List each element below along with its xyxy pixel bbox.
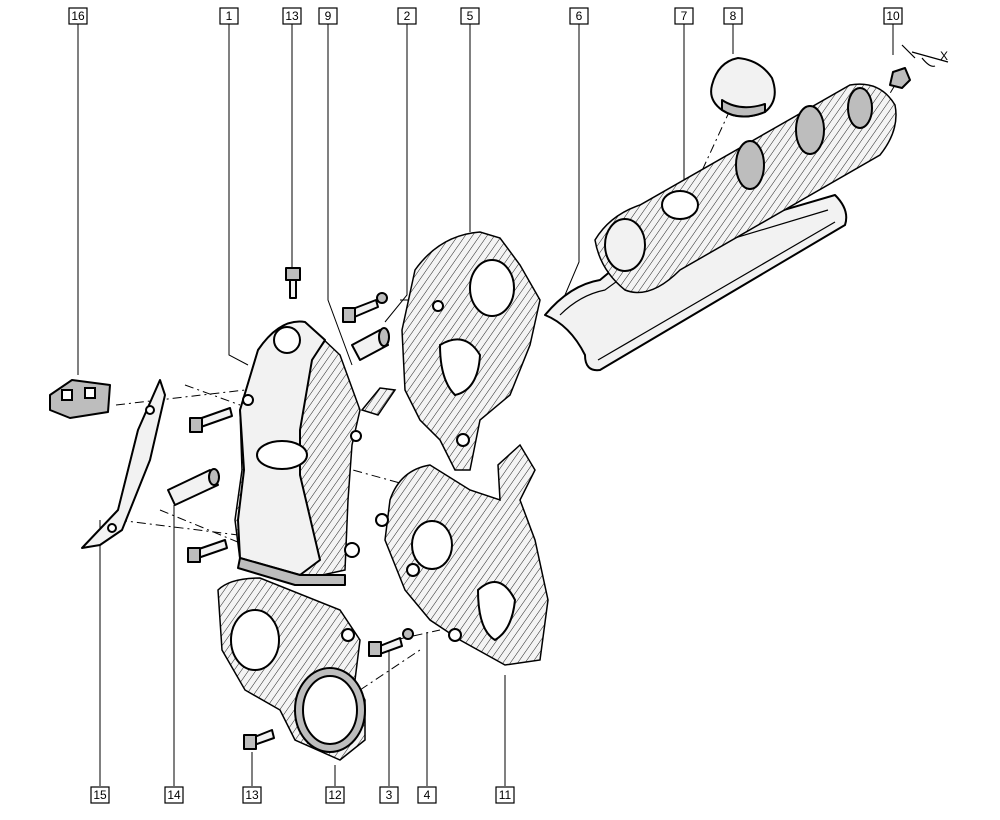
svg-text:8: 8 bbox=[730, 9, 737, 23]
callout-1: 1 bbox=[219, 7, 239, 25]
svg-text:3: 3 bbox=[386, 788, 393, 802]
callout-16: 16 bbox=[68, 7, 88, 25]
svg-text:4: 4 bbox=[424, 788, 431, 802]
callout-7: 7 bbox=[674, 7, 694, 25]
callout-6: 6 bbox=[569, 7, 589, 25]
svg-text:2: 2 bbox=[404, 9, 411, 23]
callout-14: 14 bbox=[164, 786, 184, 804]
bolt-icon bbox=[187, 539, 228, 563]
svg-text:13: 13 bbox=[245, 788, 259, 802]
svg-text:11: 11 bbox=[499, 788, 512, 802]
part-14-spacer bbox=[167, 468, 220, 506]
part-5-rear-timing-cover bbox=[401, 231, 541, 471]
svg-text:14: 14 bbox=[167, 788, 181, 802]
svg-text:15: 15 bbox=[93, 788, 107, 802]
svg-text:13: 13 bbox=[285, 9, 299, 23]
callout-13-bottom: 13 bbox=[242, 786, 262, 804]
callout-8: 8 bbox=[723, 7, 743, 25]
callout-15: 15 bbox=[90, 786, 110, 804]
bolt-icon bbox=[189, 407, 233, 433]
part-16-bracket bbox=[49, 379, 111, 419]
part-1-upper-timing-cover bbox=[234, 320, 362, 586]
part-8-cap bbox=[710, 57, 776, 118]
callout-12: 12 bbox=[325, 786, 345, 804]
svg-text:7: 7 bbox=[681, 9, 688, 23]
part-9-shim bbox=[360, 387, 397, 416]
callout-3: 3 bbox=[379, 786, 399, 804]
bolt-icon bbox=[342, 292, 388, 323]
svg-text:10: 10 bbox=[886, 9, 900, 23]
leader-lines bbox=[77, 24, 894, 786]
callout-5: 5 bbox=[460, 7, 480, 25]
bolt-icon bbox=[243, 729, 275, 750]
callout-13-top: 13 bbox=[282, 7, 302, 25]
part-2-bush bbox=[351, 327, 390, 361]
callout-9: 9 bbox=[318, 7, 338, 25]
callout-2: 2 bbox=[397, 7, 417, 25]
svg-text:9: 9 bbox=[325, 9, 332, 23]
callout-10: 10 bbox=[883, 7, 903, 25]
part-6-gasket bbox=[544, 194, 848, 372]
callout-11: 11 bbox=[495, 786, 515, 804]
svg-text:5: 5 bbox=[467, 9, 474, 23]
callout-4: 4 bbox=[417, 786, 437, 804]
part-10-nut: X bbox=[889, 44, 949, 89]
part-7-camshaft bbox=[594, 83, 897, 294]
bolts bbox=[187, 267, 414, 750]
svg-text:1: 1 bbox=[226, 9, 233, 23]
part-15-guide-plate bbox=[81, 379, 166, 549]
svg-text:6: 6 bbox=[576, 9, 583, 23]
part-11-rear-plate bbox=[375, 443, 549, 666]
part-12-lower-timing-cover bbox=[217, 577, 366, 761]
svg-text:12: 12 bbox=[328, 788, 342, 802]
svg-text:16: 16 bbox=[71, 9, 85, 23]
bolt-icon bbox=[285, 267, 301, 299]
bolt-icon bbox=[368, 628, 414, 657]
angle-label: X bbox=[940, 49, 948, 63]
